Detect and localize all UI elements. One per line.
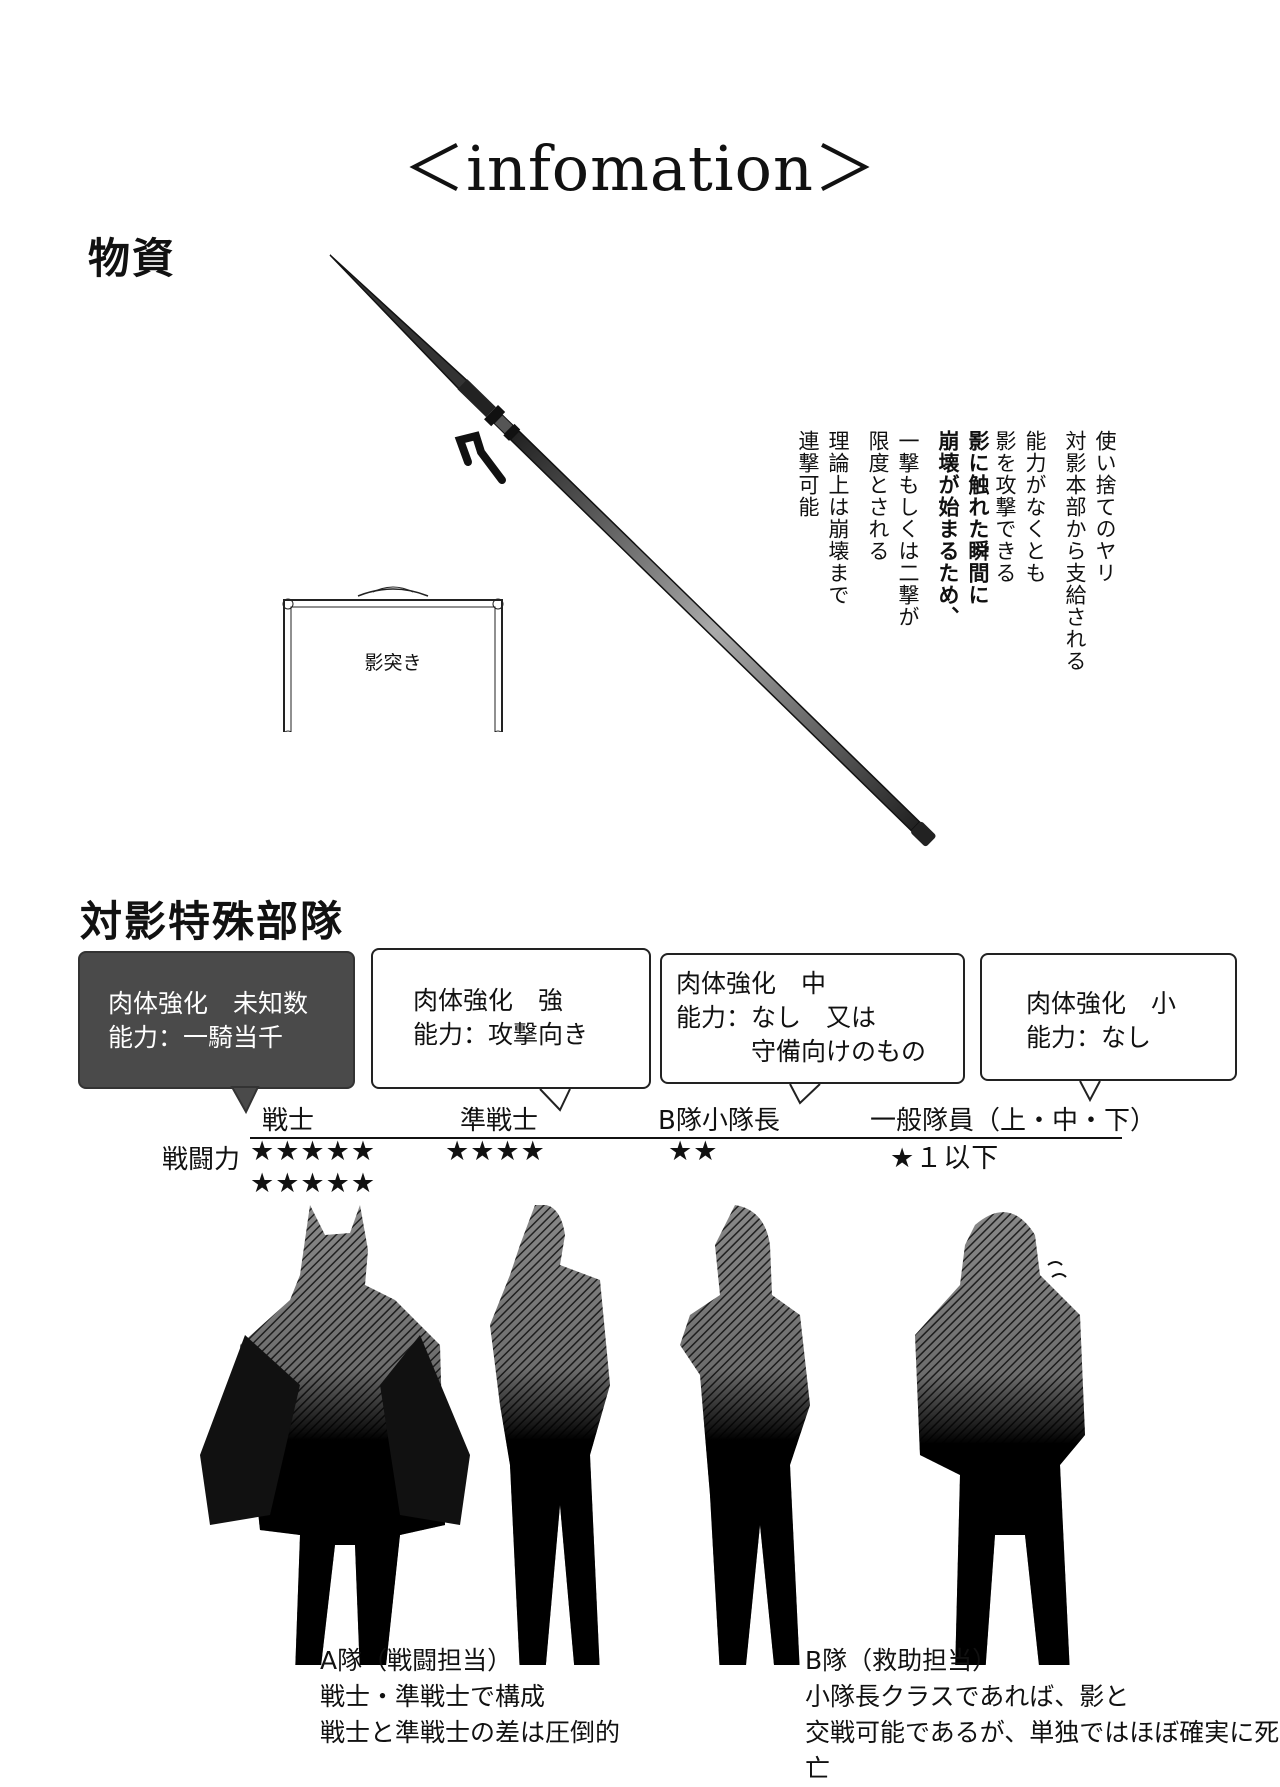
- rank-box-b-squad-leader: 肉体強化 中 能力：なし 又は 守備向けのもの: [660, 953, 965, 1084]
- rank-divider: [250, 1137, 1122, 1139]
- section-heading-unit: 対影特殊部隊: [80, 897, 345, 946]
- stars-semi-warrior: ★★★★: [445, 1136, 546, 1167]
- member-silhouettes: [200, 1205, 1085, 1665]
- page-title: ＜infomation＞: [403, 132, 877, 205]
- rank-box-warrior: 肉体強化 未知数 能力：一騎当千: [78, 951, 355, 1089]
- stars-b-squad-leader: ★★: [668, 1136, 719, 1167]
- note-disposable-spear: 使い捨てのヤリ 対影本部から支給される: [1063, 430, 1117, 672]
- spear-illustration: [329, 254, 936, 847]
- rank-name-b-squad-leader: B隊小隊長: [658, 1106, 780, 1136]
- rank-name-semi-warrior: 準戦士: [460, 1106, 539, 1136]
- note-theoretical-combo: 理論上は崩壊まで 連撃可能: [796, 430, 850, 606]
- rank-box-semi-warrior: 肉体強化 強 能力：攻撃向き: [371, 948, 651, 1089]
- speech-tails: [230, 1080, 1101, 1115]
- rank-name-general-member: 一般隊員（上・中・下）: [870, 1106, 1157, 1136]
- rank-name-warrior: 戦士: [262, 1106, 315, 1136]
- team-b-caption: B隊（救助担当） 小隊長クラスであれば、影と 交戦可能であるが、単独ではほぼ確実…: [805, 1646, 1280, 1783]
- general-member-silhouette: [915, 1212, 1085, 1665]
- note-collapse-on-contact: 影に触れた瞬間に 崩壊が始まるため、: [936, 430, 991, 628]
- ornate-label-frame: [282, 586, 504, 732]
- item-name-label: 影突き: [364, 652, 422, 674]
- warrior-silhouette: [200, 1205, 470, 1665]
- team-a-caption: A隊（戦闘担当） 戦士・準戦士で構成 戦士と準戦士の差は圧倒的: [320, 1646, 621, 1747]
- power-label: 戦闘力: [162, 1145, 241, 1175]
- stars-warrior-extra: ★★★★★: [250, 1168, 377, 1199]
- b-squad-leader-silhouette: [680, 1205, 810, 1665]
- stars-general-member: ★１以下: [890, 1143, 1000, 1174]
- stars-warrior: ★★★★★: [250, 1136, 377, 1167]
- note-no-ability-required: 能力がなくとも 影を攻撃できる: [993, 430, 1047, 584]
- rank-box-general-member: 肉体強化 小 能力：なし: [980, 953, 1237, 1081]
- section-heading-supplies: 物資: [88, 234, 177, 283]
- semi-warrior-silhouette: [490, 1205, 610, 1665]
- note-strike-limit: 一撃もしくは二撃が 限度とされる: [866, 430, 920, 628]
